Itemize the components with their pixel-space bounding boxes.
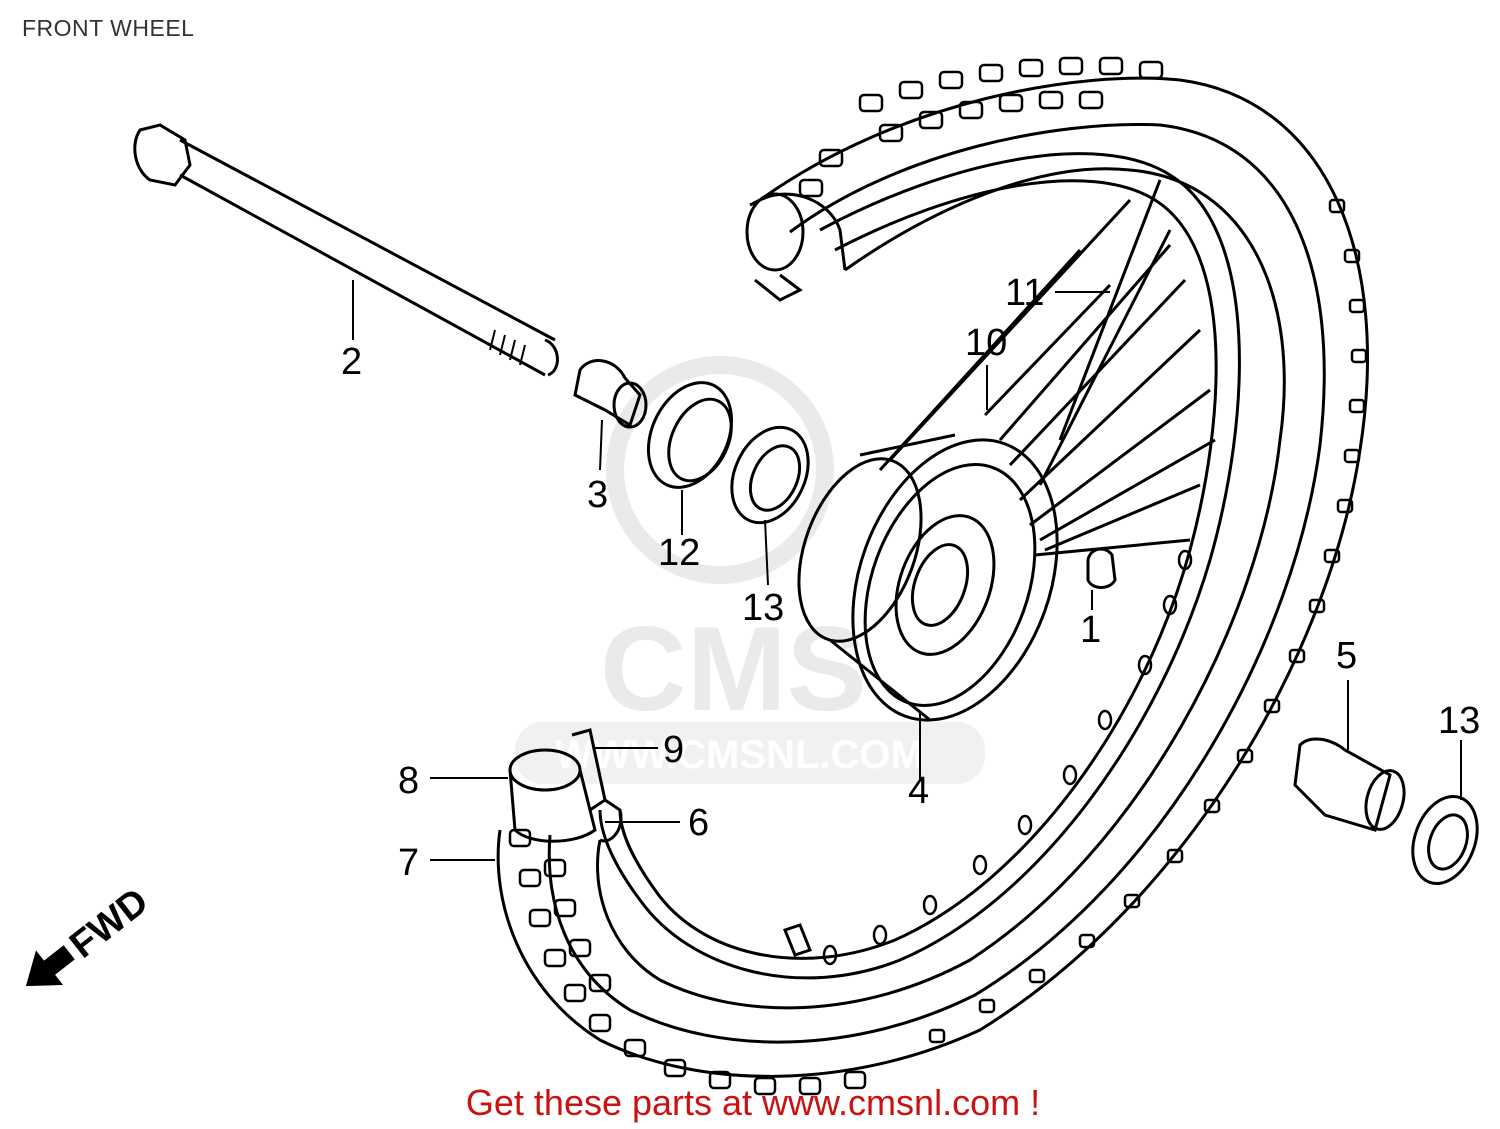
- dust-seal: [646, 381, 734, 489]
- watermark-logo-text: CMS: [600, 602, 867, 736]
- watermark: CMS WWW.CMSNL.COM: [515, 356, 985, 784]
- tire: [496, 56, 1369, 1096]
- hub: [797, 433, 1059, 722]
- page-title: FRONT WHEEL: [22, 15, 195, 41]
- watermark-banner: [515, 722, 985, 784]
- rim-holes: [822, 549, 1193, 966]
- callout-9: 9: [663, 729, 684, 771]
- fwd-direction-arrow: FWD: [25, 880, 156, 987]
- arrow-left-icon: [25, 945, 75, 987]
- callout-13-right: 13: [1438, 700, 1480, 742]
- watermark-url: WWW.CMSNL.COM: [555, 733, 924, 777]
- leader-lines: [352, 280, 1462, 861]
- callout-12: 12: [658, 532, 700, 574]
- bearing-left: [730, 425, 810, 525]
- footer-link-text[interactable]: Get these parts at www.cmsnl.com !: [0, 1082, 1500, 1124]
- callout-labels: 1 2 3 4 5 6 7 8 9 10 11 12 13 13: [341, 272, 1480, 884]
- callout-8: 8: [398, 760, 419, 802]
- callout-1: 1: [1080, 609, 1101, 651]
- callout-4: 4: [908, 770, 929, 812]
- valve-cap: [1086, 547, 1117, 589]
- rim: [598, 152, 1241, 980]
- callout-10: 10: [965, 322, 1007, 364]
- tube-cut-end: [508, 728, 623, 843]
- spacer: [1293, 737, 1406, 832]
- callout-2: 2: [341, 341, 362, 383]
- callout-3: 3: [587, 474, 608, 516]
- callout-7: 7: [398, 842, 419, 884]
- footer-text: Get these parts at www.cmsnl.com !: [465, 1082, 1041, 1123]
- tire-cut-end-upper: [745, 192, 847, 302]
- callout-6: 6: [688, 802, 709, 844]
- fwd-label: FWD: [62, 880, 156, 966]
- bearing-right: [1411, 794, 1479, 886]
- spokes: [878, 179, 1216, 557]
- watermark-logo-circle: [606, 356, 834, 584]
- callout-5: 5: [1336, 635, 1357, 677]
- side-collar: [573, 359, 648, 429]
- valve-stem: [783, 923, 812, 957]
- axle: [133, 123, 559, 377]
- callout-11: 11: [1005, 272, 1044, 314]
- tire-tread: [508, 56, 1368, 1096]
- callout-13-left: 13: [742, 587, 784, 629]
